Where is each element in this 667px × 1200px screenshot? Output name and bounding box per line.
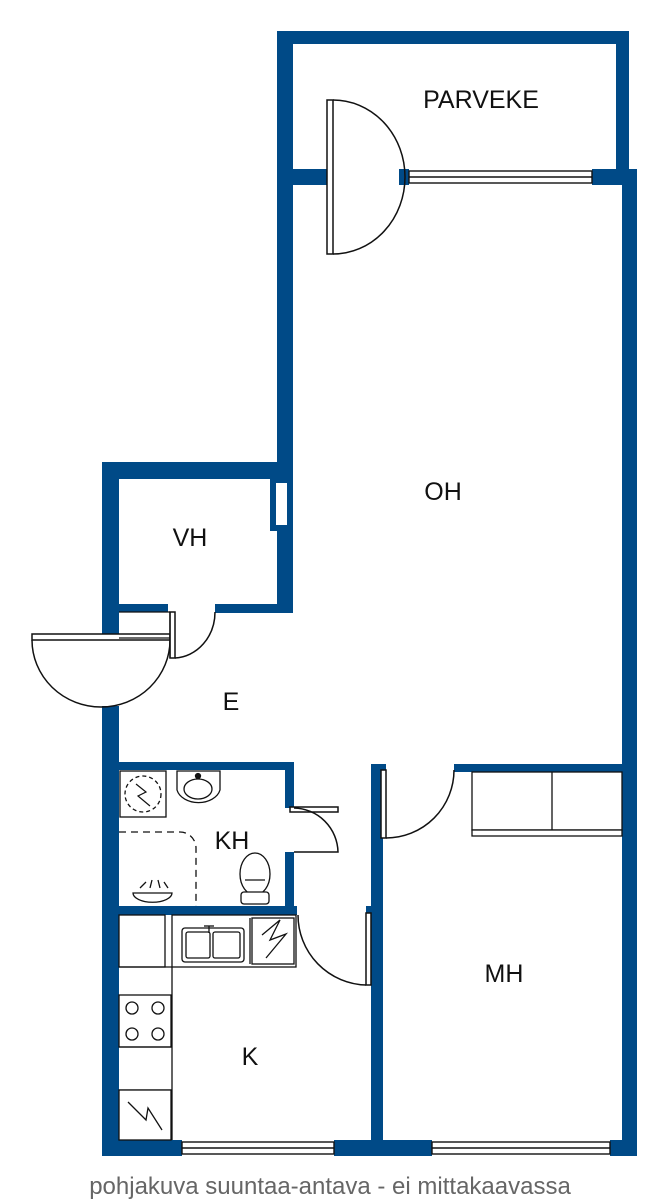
bathroom-door: [289, 806, 339, 853]
room-label-kitchen: K: [242, 1043, 259, 1071]
hall-closet: [119, 611, 171, 658]
bedroom-wall-top-left: [371, 764, 386, 772]
toilet-icon: [239, 852, 271, 905]
entrance-door: [31, 633, 171, 708]
room-label-hall: E: [223, 688, 240, 716]
bathroom-wall-top: [102, 762, 294, 770]
exterior-wall-bottom-3: [610, 1140, 637, 1156]
wardrobe-wall-bottom-right: [215, 604, 293, 613]
fridge-icon: [118, 1089, 172, 1141]
balcony-wall-top: [277, 31, 629, 44]
exterior-wall-bottom-2: [334, 1140, 432, 1156]
windows: [181, 170, 611, 1155]
bathroom-wall-right-lower: [285, 852, 294, 914]
room-label-living-room: OH: [424, 478, 462, 506]
stove-icon: [118, 994, 172, 1048]
dishwasher-icon: [251, 917, 295, 965]
kitchen-window: [181, 1141, 335, 1155]
exterior-wall-right: [622, 169, 637, 1156]
room-label-balcony: PARVEKE: [423, 86, 539, 114]
exterior-wall-left-lower: [102, 706, 119, 1156]
bathroom-wall-bottom: [102, 906, 297, 915]
exterior-wall-bottom-1: [102, 1140, 182, 1156]
bedroom-window: [431, 1141, 611, 1155]
balcony-wall-right: [616, 31, 629, 181]
wardrobe-door: [169, 611, 216, 659]
kitchen-corner-cabinet: [118, 914, 166, 968]
balcony-door: [326, 99, 406, 255]
disclaimer-note: pohjakuva suuntaa-antava - ei mittakaava…: [89, 1173, 571, 1200]
bathroom-sink-icon: [176, 770, 221, 804]
kitchen-counter: [171, 914, 297, 968]
bedroom-wardrobe: [471, 771, 623, 837]
doors: [31, 99, 455, 986]
bedroom-wall-top-right: [454, 764, 637, 772]
washing-machine-icon: [119, 770, 167, 818]
shower-drain-icon: [132, 879, 173, 903]
duct-niche-opening: [274, 481, 289, 527]
bedroom-wall-left: [371, 764, 383, 1156]
fixtures: [118, 611, 623, 1141]
exterior-wall-left-upper: [102, 462, 119, 638]
walls: [102, 31, 637, 1156]
shower-curtain: [119, 831, 197, 906]
balcony-divider-left: [277, 169, 327, 185]
wardrobe-wall-bottom-left: [102, 604, 168, 612]
balcony-divider-right: [399, 169, 409, 185]
balcony-window: [408, 170, 593, 184]
wardrobe-wall-top: [102, 462, 293, 479]
room-label-bathroom: KH: [215, 827, 250, 855]
bedroom-door: [380, 769, 455, 839]
kitchen-door: [297, 912, 372, 986]
bathroom-wall-right-upper: [285, 762, 294, 808]
room-label-bedroom: MH: [485, 960, 524, 988]
room-labels: PARVEKE OH VH E KH K MH: [173, 86, 539, 1071]
room-label-wardrobe: VH: [173, 524, 208, 552]
